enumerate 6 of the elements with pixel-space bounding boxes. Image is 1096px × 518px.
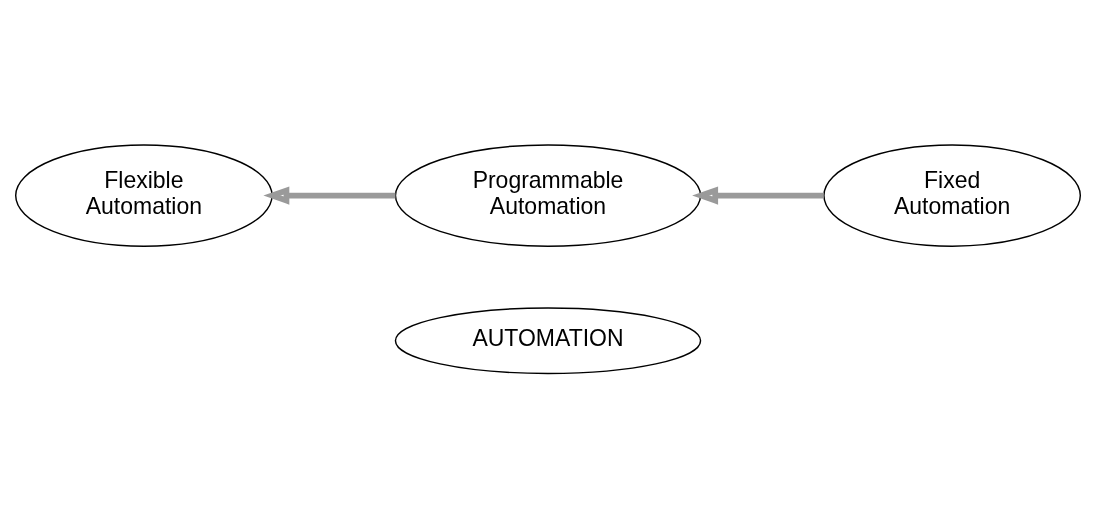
node-ellipse: Flexible Automation xyxy=(14,144,273,247)
arrow xyxy=(692,186,824,205)
arrow xyxy=(263,186,396,205)
node-ellipse: AUTOMATION xyxy=(394,307,702,375)
node-ellipse: Fixed Automation xyxy=(823,144,1082,247)
node-ellipse: Programmable Automation xyxy=(394,144,702,247)
